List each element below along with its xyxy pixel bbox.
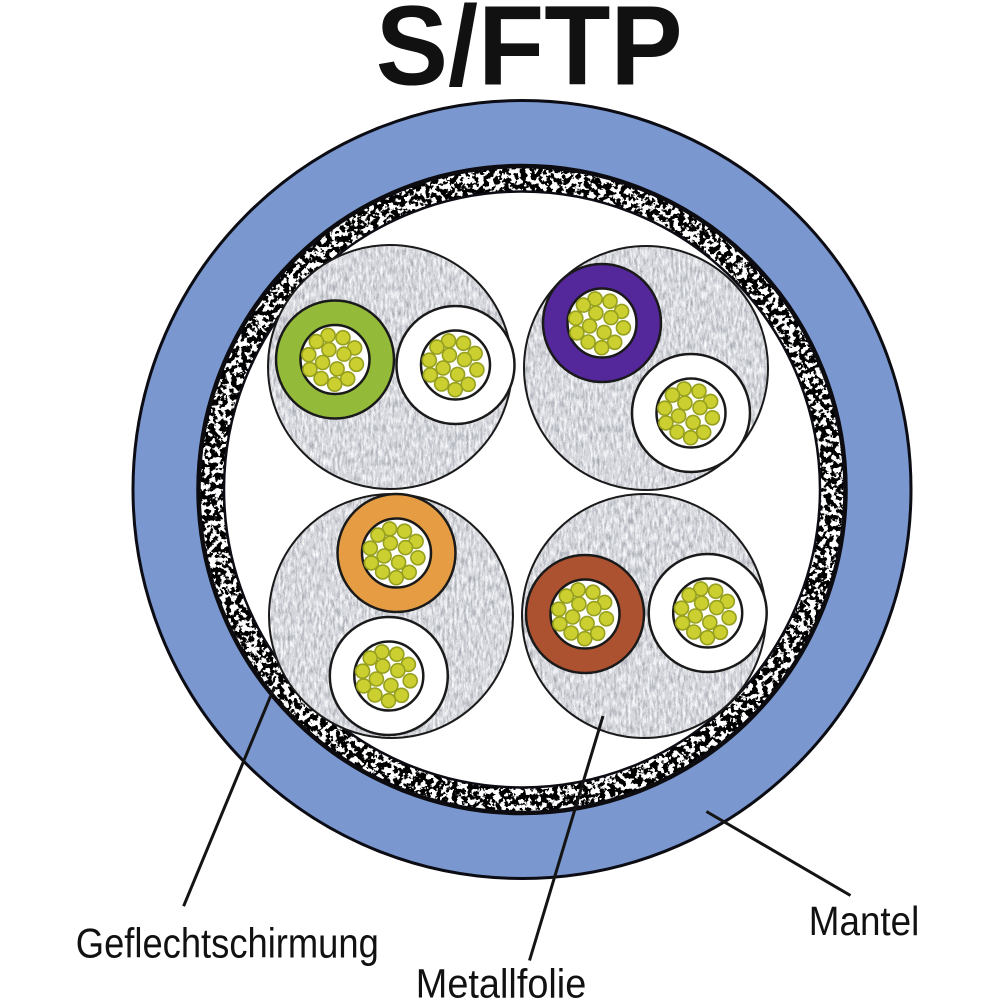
svg-text:S/FTP: S/FTP [376,0,683,109]
svg-text:Geflechtschirmung: Geflechtschirmung [76,919,379,966]
svg-text:Mantel: Mantel [809,898,920,944]
svg-text:Metallfolie: Metallfolie [416,961,587,1000]
